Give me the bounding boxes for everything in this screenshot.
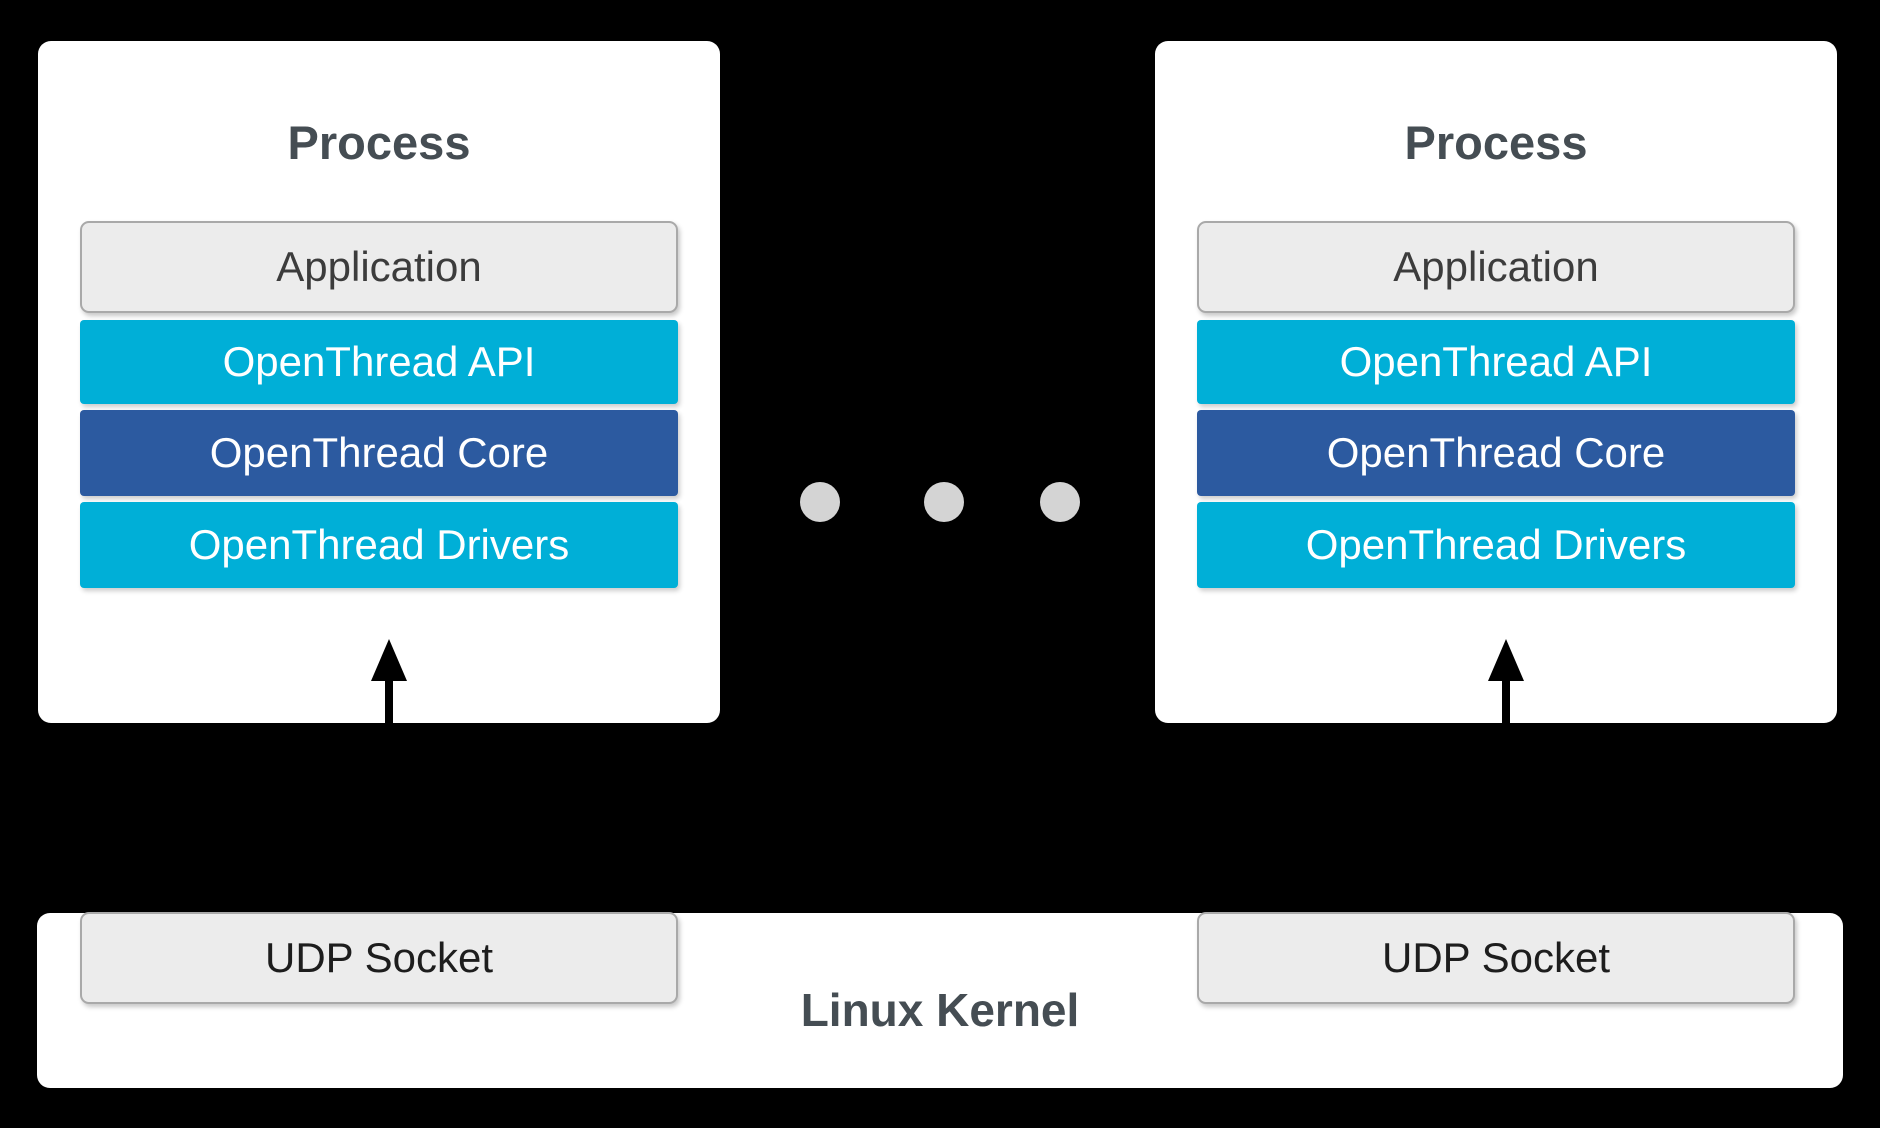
udp-socket-1: UDP Socket bbox=[80, 912, 678, 1004]
layer-openthread-core-2: OpenThread Core bbox=[1197, 410, 1795, 496]
process-title-2: Process bbox=[1404, 116, 1588, 169]
uplink-arrow-icon-2 bbox=[1488, 639, 1524, 725]
udp-socket-2: UDP Socket bbox=[1197, 912, 1795, 1004]
uplink-arrow-icon-1 bbox=[371, 639, 407, 725]
layer-openthread-drivers-1: OpenThread Drivers bbox=[80, 502, 678, 588]
ellipsis-dots bbox=[800, 482, 1080, 524]
layer-openthread-api-2: OpenThread API bbox=[1197, 320, 1795, 404]
layer-application-2: Application bbox=[1197, 221, 1795, 313]
process-title-1: Process bbox=[287, 116, 471, 169]
ellipsis-dot-icon-2 bbox=[924, 482, 964, 522]
layer-openthread-api-1: OpenThread API bbox=[80, 320, 678, 404]
layer-application-1: Application bbox=[80, 221, 678, 313]
linux-kernel-title: Linux Kernel bbox=[800, 984, 1080, 1036]
layer-openthread-core-1: OpenThread Core bbox=[80, 410, 678, 496]
process-box-1: Process Application OpenThread API OpenT… bbox=[38, 41, 720, 725]
process-box-2: Process Application OpenThread API OpenT… bbox=[1155, 41, 1837, 725]
linux-kernel-box: UDP Socket Linux Kernel UDP Socket bbox=[37, 912, 1843, 1088]
layer-openthread-drivers-2: OpenThread Drivers bbox=[1197, 502, 1795, 588]
ellipsis-dot-icon-1 bbox=[800, 482, 840, 522]
ellipsis-dot-icon-3 bbox=[1040, 482, 1080, 522]
